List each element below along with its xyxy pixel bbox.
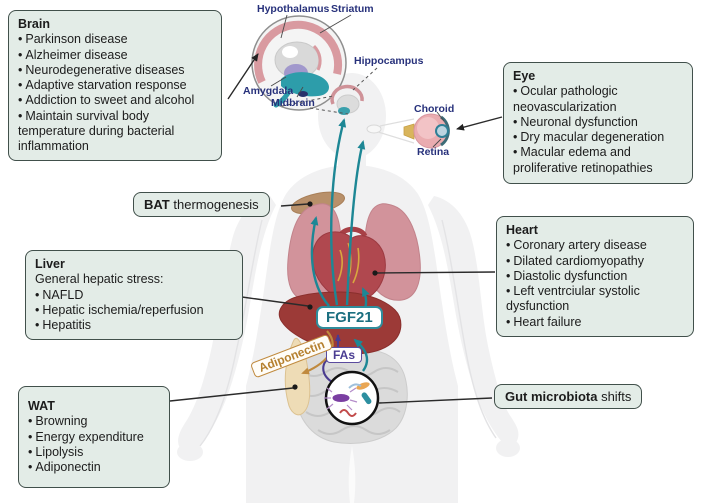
adiponectin-label: Adiponectin: [249, 333, 334, 379]
brain-item: •Addiction to sweet and alcohol: [18, 93, 195, 108]
brain-item: •Maintain survival body temperature duri…: [18, 108, 175, 154]
liver-item: •NAFLD: [35, 287, 84, 302]
heart-box-connector: [376, 271, 496, 274]
wat-box-connector: [169, 387, 294, 402]
microbe-teal-rod: [361, 392, 372, 405]
eye-box-title: Eye: [513, 69, 536, 83]
heart-organ: [312, 226, 386, 302]
fas-label: FAs: [326, 347, 363, 363]
head-mini-brain: [330, 84, 382, 134]
wat-box-title: WAT: [28, 399, 55, 413]
bat-box-connector: [280, 203, 309, 207]
wat-info-box: WAT •Browning •Energy expenditure •Lipol…: [18, 386, 170, 488]
heart-item: •Heart failure: [506, 314, 582, 329]
microbe-red-squiggle: [339, 409, 357, 417]
brain-item: •Adaptive starvation response: [18, 78, 187, 92]
eye-item: •Macular edema and proliferative retinop…: [513, 145, 653, 175]
brain-item: •Parkinson disease: [18, 32, 128, 47]
arrow-liver-to-bat: [310, 216, 330, 307]
liver-subtitle: General hepatic stress:: [35, 272, 164, 287]
bat-depot: [291, 191, 345, 215]
bat-thermogenesis-label: BAT thermogenesis: [133, 192, 270, 217]
heart-item: •Diastolic dysfunction: [506, 268, 628, 283]
fgf21-label: FGF21: [316, 306, 383, 329]
eye-item: •Dry macular degeneration: [513, 130, 665, 144]
intestines: [294, 349, 408, 444]
eye-diagram: [377, 113, 450, 149]
arrow-liver-to-brain: [330, 118, 347, 306]
eye-info-box: Eye •Ocular pathologic neovascularizatio…: [503, 62, 693, 184]
brain-item: •Alzheimer disease: [18, 47, 128, 62]
wat-item: •Energy expenditure: [28, 429, 144, 444]
heart-item: •Dilated cardiomyopathy: [506, 253, 645, 268]
eye-box-connector: [456, 116, 503, 131]
liver-box-title: Liver: [35, 257, 65, 271]
arrow-liver-to-eye: [345, 140, 366, 306]
eye-item: •Ocular pathologic neovascularization: [513, 84, 618, 114]
liver-item: •Hepatitis: [35, 318, 92, 332]
gut-microbiota-shifts-label: Gut microbiota shifts: [494, 384, 643, 409]
wat-item: •Adiponectin: [28, 460, 101, 474]
wat-item: •Lipolysis: [28, 444, 84, 459]
brain-box-title: Brain: [18, 17, 50, 31]
brain-item: •Neurodegenerative diseases: [18, 62, 185, 77]
liver-item: •Hepatic ischemia/reperfusion: [35, 302, 204, 317]
label-pointer-lines: [270, 14, 445, 148]
hippocampus-label: Hippocampus: [354, 55, 424, 67]
heart-info-box: Heart •Coronary artery disease •Dilated …: [496, 216, 694, 337]
eye-item: •Neuronal dysfunction: [513, 114, 638, 129]
heart-item: •Left ventrciular systolic dysfunction: [506, 284, 640, 314]
hypothalamus-label: Hypothalamus: [257, 3, 330, 15]
microbe-blue-arc: [348, 383, 362, 389]
striatum-label: Striatum: [331, 3, 374, 15]
fgf21-signal-arrows: [310, 118, 370, 372]
lungs: [287, 203, 421, 301]
heart-box-title: Heart: [506, 223, 538, 237]
heart-item: •Coronary artery disease: [506, 238, 647, 253]
liver-box-connector: [241, 296, 309, 307]
wat-item: •Browning: [28, 414, 88, 429]
brain-info-box: Brain •Parkinson disease •Alzheimer dise…: [8, 10, 222, 162]
liver-info-box: Liver General hepatic stress: •NAFLD •He…: [25, 250, 243, 341]
midbrain-label: Midbrain: [271, 97, 315, 109]
gut-box-connector: [378, 397, 493, 404]
microbe-purple-flagellated: [324, 387, 358, 411]
body-outline-shading: [199, 219, 497, 447]
gut-microbiota-circle: [324, 370, 380, 426]
microbe-orange: [356, 382, 370, 390]
amygdala-label: Amygdala: [243, 85, 294, 97]
retina-label: Retina: [417, 146, 450, 158]
choroid-label: Choroid: [414, 103, 455, 115]
